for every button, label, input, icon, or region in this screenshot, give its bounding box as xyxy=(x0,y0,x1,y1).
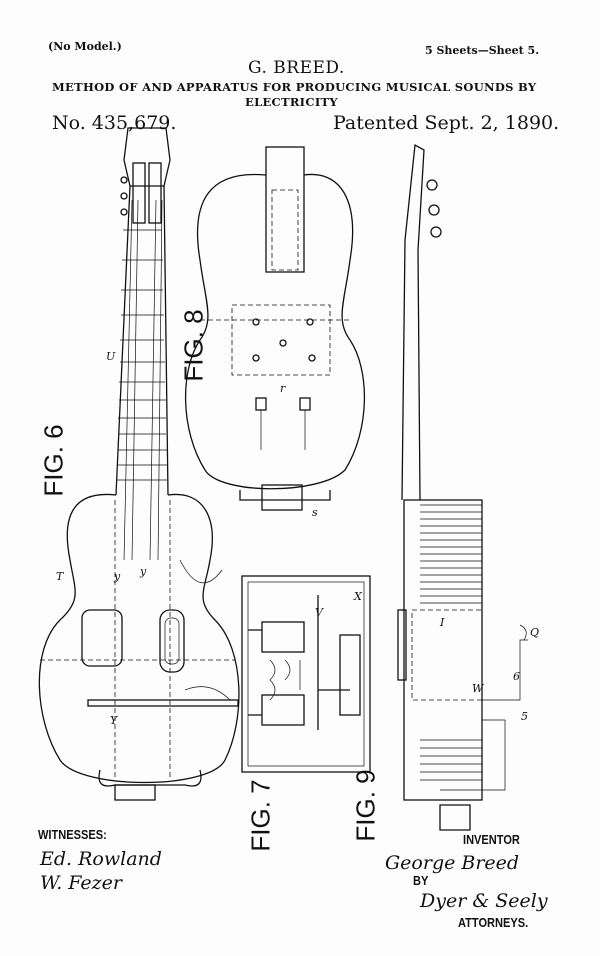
label-Y: Y xyxy=(110,714,119,727)
patent-title-line1: METHOD OF AND APPARATUS FOR PRODUCING MU… xyxy=(52,80,537,94)
label-W: W xyxy=(472,682,485,695)
label-y: y xyxy=(113,570,121,583)
patent-date: Patented Sept. 2, 1890. xyxy=(333,112,560,134)
fig6-guitar-front: U T y y Y xyxy=(38,127,240,801)
label-T: T xyxy=(56,570,65,583)
fig6-label: FIG. 6 xyxy=(38,424,69,497)
label-Q: Q xyxy=(530,626,539,639)
fig8-body-top-view: r s xyxy=(184,146,366,519)
label-U: U xyxy=(106,350,116,363)
label-6: 6 xyxy=(513,670,520,683)
inventor-signature: George Breed xyxy=(385,852,520,874)
model-note: (No Model.) xyxy=(48,40,122,53)
patent-title-line2: ELECTRICITY xyxy=(245,95,338,109)
label-I: I xyxy=(439,616,445,629)
by-label: BY xyxy=(413,873,429,888)
fig9-side-view: I 6 5 Q W xyxy=(397,143,539,831)
fig9-label: FIG. 9 xyxy=(350,769,381,842)
witness1-signature: Ed. Rowland xyxy=(40,848,162,870)
inventor-name: G. BREED. xyxy=(248,58,345,78)
fig7-magnet-box: V X xyxy=(241,575,371,773)
sheet-count: 5 Sheets—Sheet 5. xyxy=(425,44,540,57)
inventor-label: INVENTOR xyxy=(463,832,520,847)
attorney-signature: Dyer & Seely xyxy=(420,890,548,912)
attorneys-label: ATTORNEYS. xyxy=(458,915,529,930)
witness2-signature: W. Fezer xyxy=(40,872,123,894)
label-V: V xyxy=(315,606,324,619)
label-y2: y xyxy=(139,565,147,578)
witnesses-label: WITNESSES: xyxy=(38,827,107,842)
label-r: r xyxy=(280,382,286,395)
label-X: X xyxy=(353,590,363,603)
fig7-label: FIG. 7 xyxy=(245,779,276,852)
fig8-label: FIG. 8 xyxy=(178,309,209,382)
label-s: s xyxy=(312,506,318,519)
label-5: 5 xyxy=(521,710,528,723)
